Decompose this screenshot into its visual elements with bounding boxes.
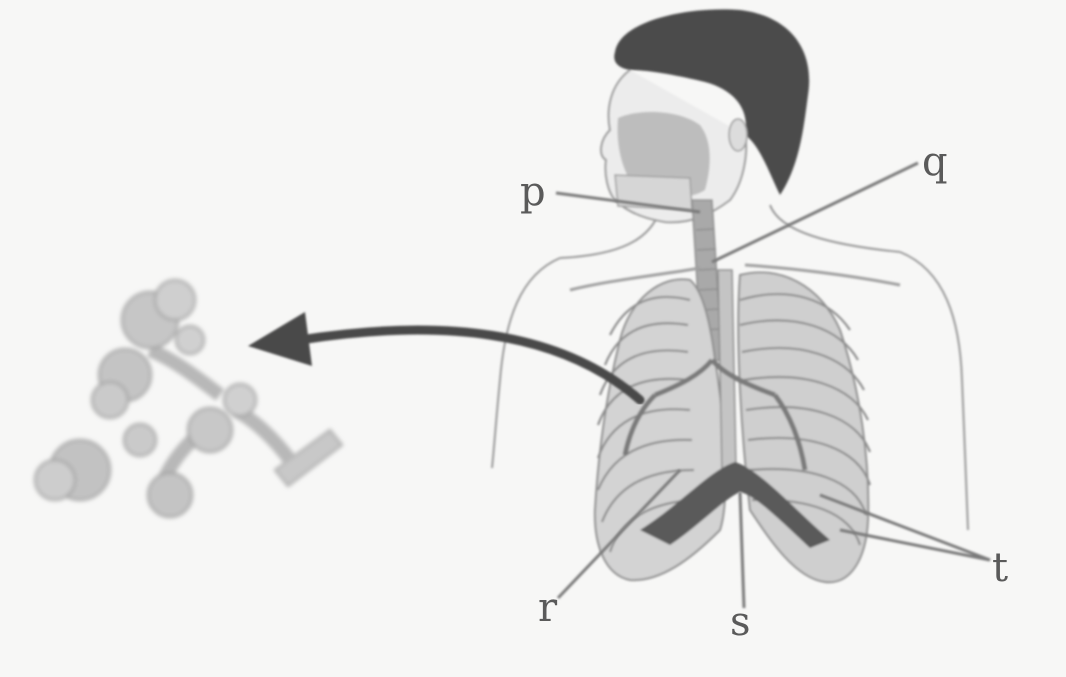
clavicles [570,265,900,290]
pointer-line-s [740,492,744,608]
magnification-arrow [248,312,640,400]
label-t: t [992,548,1008,588]
label-q: q [922,142,948,182]
label-s: s [730,602,751,642]
neck-shoulders [560,205,900,258]
label-p: p [520,172,546,212]
label-r: r [538,588,557,628]
alveoli-cluster [35,280,342,517]
ear [729,119,747,151]
pointer-line-q [712,163,918,262]
